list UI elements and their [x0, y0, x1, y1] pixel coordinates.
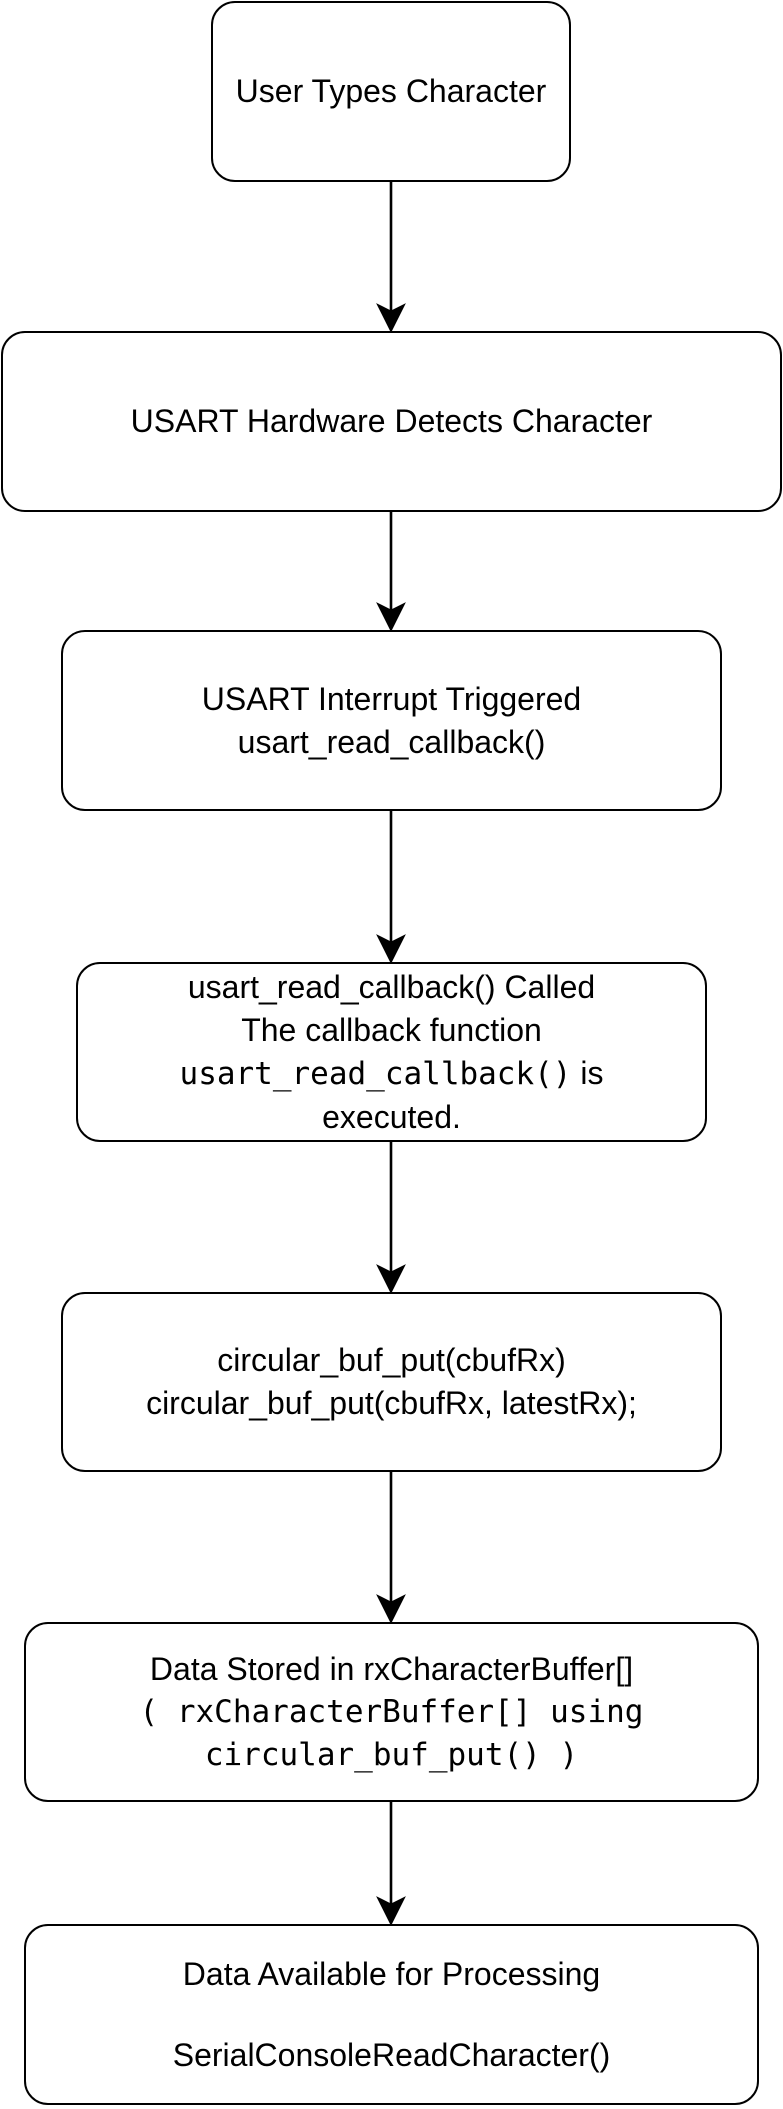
- node-available-line1: Data Available for Processing: [182, 1955, 601, 1992]
- node-circular-buf-put: circular_buf_put(cbufRx) circular_buf_pu…: [61, 1292, 722, 1472]
- node-callback-code: usart_read_callback(): [179, 1055, 572, 1092]
- node-user-types-character: User Types Character: [211, 1, 571, 182]
- node-callback-line2: The callback function: [241, 1011, 542, 1048]
- node-put-line2: circular_buf_put(cbufRx, latestRx);: [146, 1385, 637, 1421]
- node-stored-line3: circular_buf_put() ): [204, 1736, 579, 1773]
- arrow-hw-to-irq: [376, 512, 406, 632]
- node-irq-line1: USART Interrupt Triggered: [201, 680, 582, 717]
- arrow-put-to-stored: [376, 1472, 406, 1624]
- node-usart-interrupt-triggered: USART Interrupt Triggered usart_read_cal…: [61, 630, 722, 811]
- arrow-irq-to-callback: [376, 811, 406, 964]
- node-data-available: Data Available for Processing SerialCons…: [24, 1924, 759, 2105]
- node-hw-line1: USART Hardware Detects Character: [130, 403, 653, 439]
- node-data-stored: Data Stored in rxCharacterBuffer[] ( rxC…: [24, 1622, 759, 1802]
- node-available-line2: SerialConsoleReadCharacter(): [172, 2036, 611, 2073]
- arrow-stored-to-available: [376, 1802, 406, 1926]
- arrow-callback-to-put: [376, 1142, 406, 1294]
- node-callback-line3: usart_read_callback() is: [180, 1052, 604, 1096]
- node-irq-line2: usart_read_callback(): [237, 723, 546, 760]
- arrow-user-to-hw: [376, 182, 406, 333]
- node-usart-hardware-detects: USART Hardware Detects Character: [1, 331, 782, 512]
- node-callback-called: usart_read_callback() Called The callbac…: [76, 962, 707, 1142]
- node-stored-line2: ( rxCharacterBuffer[] using: [139, 1693, 644, 1730]
- node-callback-line3-rest: is: [571, 1054, 604, 1091]
- node-callback-line1: usart_read_callback() Called: [187, 968, 596, 1005]
- node-user-line1: User Types Character: [235, 73, 547, 109]
- node-callback-line4: executed.: [322, 1098, 461, 1135]
- node-put-line1: circular_buf_put(cbufRx): [217, 1342, 566, 1378]
- node-stored-line1: Data Stored in rxCharacterBuffer[]: [149, 1650, 634, 1687]
